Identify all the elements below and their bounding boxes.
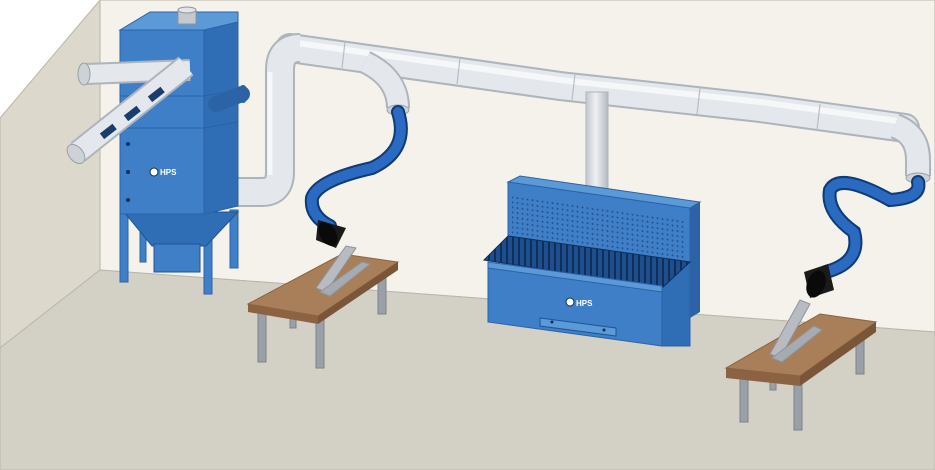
hps-globe-icon [565, 297, 575, 307]
capture-hood-right [804, 264, 834, 298]
hps-globe-icon [149, 167, 159, 177]
flex-arm-right [804, 175, 926, 298]
capture-hood-left [316, 220, 346, 248]
collector-logo-text: HPS [160, 168, 177, 177]
dust-collector: HPS [66, 6, 250, 295]
workpiece-right [769, 299, 823, 363]
work-table-right [724, 299, 878, 431]
downdraft-logo: HPS [565, 297, 593, 308]
intake-duct [66, 56, 194, 165]
flex-arm-left [304, 105, 408, 248]
floor [0, 269, 935, 470]
workpiece-left [315, 245, 372, 297]
work-table-left [246, 245, 400, 369]
downdraft-logo-text: HPS [576, 299, 593, 308]
downdraft-table: HPS [482, 175, 702, 347]
ductwork [214, 33, 931, 208]
collector-logo: HPS [149, 167, 177, 177]
